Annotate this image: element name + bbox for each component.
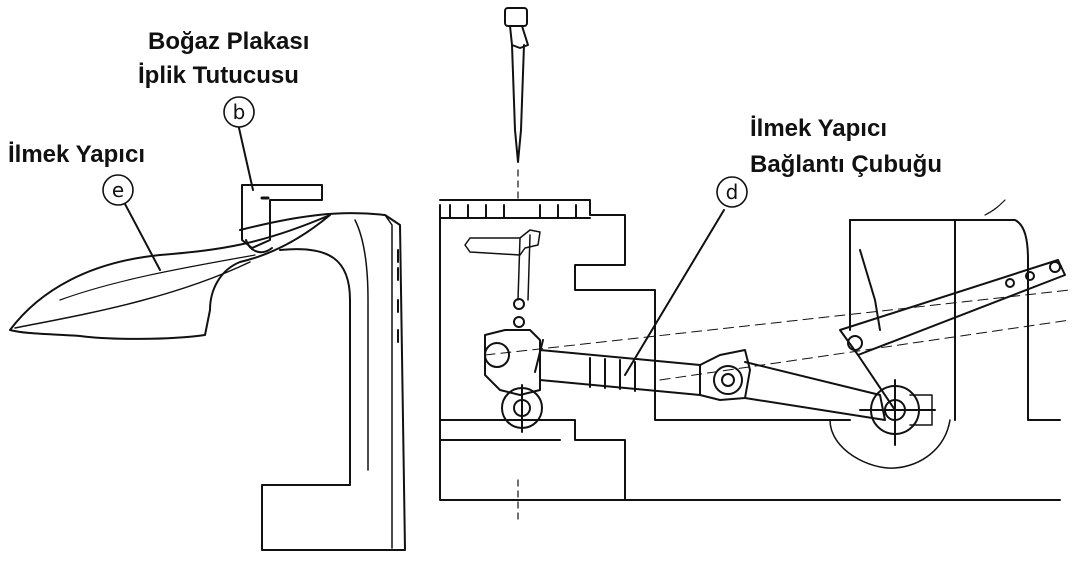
- leader-b: [238, 127, 254, 191]
- marker-d-text: d: [726, 180, 739, 204]
- looper-hook: [9, 214, 331, 340]
- throat-plate-body: [239, 212, 406, 551]
- machine-housing: [439, 199, 1061, 501]
- leader-e: [124, 203, 161, 271]
- marker-d: d: [716, 176, 748, 208]
- leader-d: [624, 209, 725, 376]
- label-looper-rod-line1: İlmek Yapıcı: [750, 115, 887, 142]
- thread-guide: [464, 229, 541, 328]
- marker-e-text: e: [112, 178, 124, 202]
- needle: [504, 7, 529, 521]
- label-throat-plate-line2: İplik Tutucusu: [138, 62, 299, 89]
- looper-connecting-rod: [539, 349, 751, 401]
- crank-assembly: [484, 329, 544, 433]
- center-lines: [484, 289, 1071, 381]
- lever-arm: [744, 249, 1066, 446]
- marker-e: e: [102, 174, 134, 206]
- marker-b-text: b: [233, 100, 246, 124]
- label-looper-rod-line2: Bağlantı Çubuğu: [750, 151, 942, 178]
- label-looper: İlmek Yapıcı: [8, 141, 145, 168]
- label-throat-plate-line1: Boğaz Plakası: [148, 28, 310, 55]
- marker-b: b: [223, 96, 255, 128]
